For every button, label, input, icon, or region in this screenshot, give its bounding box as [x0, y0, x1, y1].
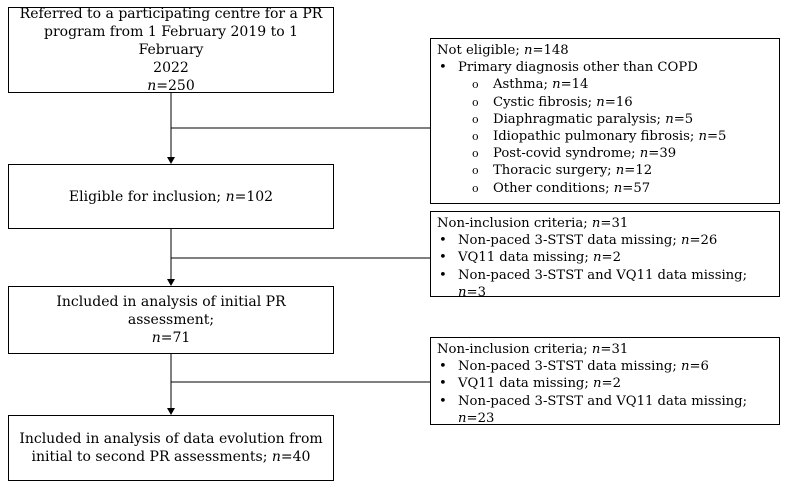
arrowhead-1 — [167, 157, 175, 164]
noninclusion-box-2: Non-inclusion criteria; n=31 Non-paced 3… — [430, 337, 780, 427]
list-item: Non-paced 3-STST and VQ11 data missing; … — [437, 267, 773, 301]
list-item: Idiopathic pulmonary fibrosis; n=5 — [437, 128, 773, 145]
data-evolution-line-1: Included in analysis of data evolution f… — [19, 431, 323, 447]
list-item: VQ11 data missing; n=2 — [437, 375, 773, 392]
referred-box: Referred to a participating centre for a… — [8, 6, 334, 94]
arrowhead-3 — [167, 408, 175, 415]
not-eligible-box: Not eligible; n=148 Primary diagnosis ot… — [430, 38, 780, 204]
referred-line-3: 2022 — [153, 60, 189, 76]
initial-assessment-count: n=71 — [151, 330, 191, 346]
noninclusion-box-1: Non-inclusion criteria; n=31 Non-paced 3… — [430, 211, 780, 300]
not-eligible-list: Primary diagnosis other than COPD Asthma… — [437, 59, 773, 197]
noninclusion-list-2: Non-paced 3-STST data missing; n=6 VQ11 … — [437, 358, 773, 427]
noninclusion-title-2: Non-inclusion criteria; n=31 — [437, 342, 629, 357]
noninclusion-title-1: Non-inclusion criteria; n=31 — [437, 216, 629, 231]
list-item: Diaphragmatic paralysis; n=5 — [437, 111, 773, 128]
initial-assessment-label: Included in analysis of initial PR asses… — [56, 294, 286, 328]
list-item: Cystic fibrosis; n=16 — [437, 94, 773, 111]
list-item: Thoracic surgery; n=12 — [437, 162, 773, 179]
data-evolution-line-2: initial to second PR assessments; n=40 — [31, 449, 311, 465]
list-item: Non-paced 3-STST data missing; n=6 — [437, 358, 773, 375]
list-item: Other conditions; n=57 — [437, 180, 773, 197]
not-eligible-title: Not eligible; n=148 — [437, 43, 569, 58]
list-item: Primary diagnosis other than COPD — [437, 59, 773, 76]
eligible-label: Eligible for inclusion; n=102 — [68, 188, 274, 205]
referred-line-1: Referred to a participating centre for a… — [19, 6, 323, 22]
list-item: Non-paced 3-STST data missing; n=26 — [437, 232, 773, 249]
initial-assessment-box: Included in analysis of initial PR asses… — [8, 286, 334, 354]
list-item: VQ11 data missing; n=2 — [437, 249, 773, 266]
eligible-box: Eligible for inclusion; n=102 — [8, 164, 334, 229]
referred-line-2: program from 1 February 2019 to 1 Februa… — [44, 24, 298, 58]
arrowhead-2 — [167, 279, 175, 286]
data-evolution-box: Included in analysis of data evolution f… — [8, 415, 334, 481]
list-item: Asthma; n=14 — [437, 76, 773, 93]
list-item: Post-covid syndrome; n=39 — [437, 145, 773, 162]
referred-count: n=250 — [147, 78, 195, 94]
noninclusion-list-1: Non-paced 3-STST data missing; n=26 VQ11… — [437, 232, 773, 301]
list-item: Non-paced 3-STST and VQ11 data missing; … — [437, 393, 773, 427]
